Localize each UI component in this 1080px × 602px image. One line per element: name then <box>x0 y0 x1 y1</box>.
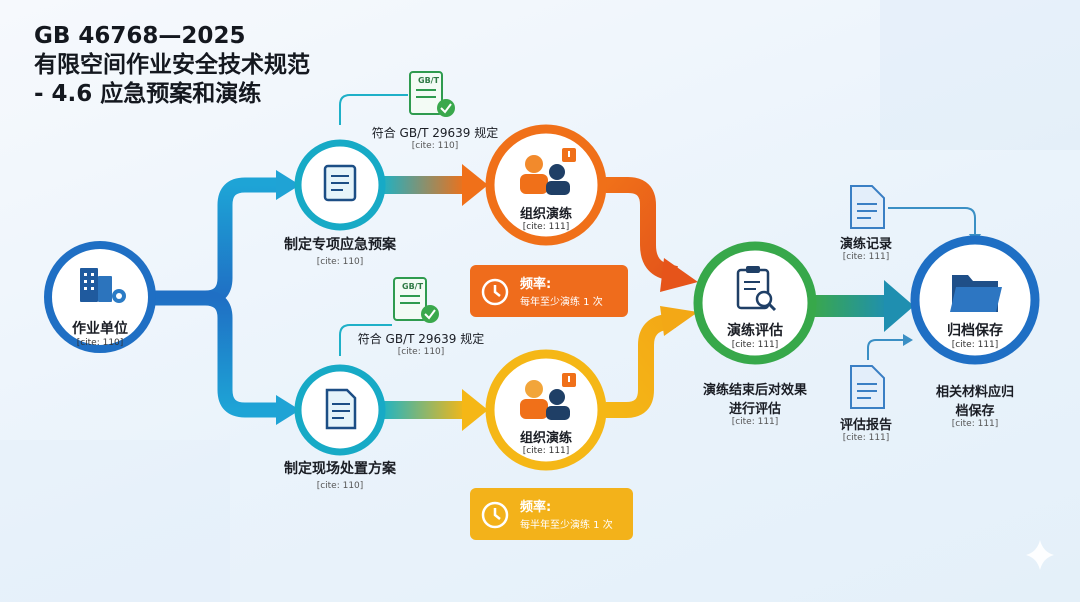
standard-bottom-badge: GB/T <box>402 282 424 291</box>
branch-arrows <box>150 170 300 425</box>
node-plan-top <box>294 139 386 231</box>
page-title: GB 46768—2025 有限空间作业安全技术规范 - 4.6 应急预案和演练 <box>34 22 310 109</box>
title-line-2: 有限空间作业安全技术规范 <box>34 52 310 78</box>
scroll-document-icon <box>323 164 357 202</box>
standard-badge-bottom <box>393 277 439 323</box>
plan-bottom-label: 制定现场处置方案 <box>284 461 396 477</box>
plan-top-cite: [cite: 110] <box>316 257 364 267</box>
eval-label-group: 演练评估 [cite: 111] <box>705 320 805 350</box>
archive-label: 归档保存 <box>947 323 1003 339</box>
standard-top-cite: [cite: 110] <box>411 141 459 151</box>
unit-label: 作业单位 <box>72 321 128 337</box>
standard-bottom-text-group: 符合 GB/T 29639 规定 [cite: 110] <box>346 330 496 357</box>
archive-desc-line2: 档保存 <box>955 404 995 419</box>
record-document-icon <box>850 185 885 229</box>
report-cite: [cite: 111] <box>842 433 890 443</box>
archive-desc-line1: 相关材料应归 <box>935 385 1014 400</box>
report-label-group: 评估报告 [cite: 111] <box>826 414 906 443</box>
archive-description: 相关材料应归 档保存 [cite: 111] <box>910 381 1040 429</box>
drill-top-cite: [cite: 111] <box>522 222 570 232</box>
clock-icon <box>481 278 509 306</box>
sparkle-icon <box>1026 540 1054 570</box>
frequency-box-bottom: 频率: 每半年至少演练 1 次 <box>470 488 633 540</box>
archive-cite: [cite: 111] <box>951 340 999 350</box>
plan-top-label-group: 制定专项应急预案 [cite: 110] <box>270 234 410 267</box>
eval-desc-cite: [cite: 111] <box>731 417 779 427</box>
standard-top-text-group: 符合 GB/T 29639 规定 [cite: 110] <box>360 124 510 151</box>
node-drill-bottom <box>485 349 607 471</box>
node-unit <box>44 241 156 353</box>
record-label: 演练记录 <box>839 237 892 252</box>
node-plan-bottom <box>294 364 386 456</box>
eval-label: 演练评估 <box>727 323 783 339</box>
clock-icon <box>481 501 509 529</box>
report-document-icon <box>850 365 885 409</box>
archive-desc-cite: [cite: 111] <box>951 419 999 429</box>
unit-label-group: 作业单位 [cite: 110] <box>50 318 150 348</box>
report-label: 评估报告 <box>839 418 892 433</box>
standard-top-text: 符合 GB/T 29639 规定 <box>371 126 499 140</box>
plan-top-label: 制定专项应急预案 <box>284 237 396 253</box>
building-gear-icon <box>80 268 126 303</box>
archive-label-group: 归档保存 [cite: 111] <box>925 320 1025 350</box>
standard-badge-top <box>409 71 455 117</box>
document-icon <box>325 388 357 430</box>
frequency-top-desc: 每年至少演练 1 次 <box>520 297 603 308</box>
eval-archive-arrow <box>812 280 914 332</box>
connector-lines <box>339 94 408 356</box>
standard-top-badge: GB/T <box>418 76 440 85</box>
eval-description: 演练结束后对效果 进行评估 [cite: 111] <box>680 379 830 427</box>
frequency-top-title: 频率: <box>520 277 552 292</box>
drill-bottom-cite: [cite: 111] <box>522 446 570 456</box>
frequency-bottom-title: 频率: <box>520 500 552 515</box>
plan-bottom-label-group: 制定现场处置方案 [cite: 110] <box>270 458 410 491</box>
frequency-bottom-desc: 每半年至少演练 1 次 <box>520 520 613 531</box>
frequency-box-top: 频率: 每年至少演练 1 次 <box>470 265 628 317</box>
drill-bottom-label: 组织演练 <box>519 431 572 446</box>
plan-bottom-cite: [cite: 110] <box>316 481 364 491</box>
node-archive <box>910 235 1040 365</box>
drill-bottom-label-group: 组织演练 [cite: 111] <box>496 427 596 456</box>
eval-cite: [cite: 111] <box>731 340 779 350</box>
standard-bottom-text: 符合 GB/T 29639 规定 <box>357 332 485 346</box>
folder-icon <box>950 275 1002 312</box>
clipboard-search-icon <box>736 266 777 312</box>
node-drill-top <box>485 124 607 246</box>
drill-eval-arrows <box>606 177 698 418</box>
drill-top-label: 组织演练 <box>519 207 572 222</box>
eval-desc-line2: 进行评估 <box>728 402 781 417</box>
workers-alert-icon <box>520 373 576 420</box>
record-label-group: 演练记录 [cite: 111] <box>826 233 906 262</box>
drill-top-label-group: 组织演练 [cite: 111] <box>496 203 596 232</box>
standard-bottom-cite: [cite: 110] <box>397 347 445 357</box>
title-line-1: GB 46768—2025 <box>34 23 246 49</box>
workers-alert-icon <box>520 148 576 195</box>
plan-drill-arrows <box>378 164 488 431</box>
node-eval <box>693 241 817 365</box>
eval-desc-line1: 演练结束后对效果 <box>702 383 807 398</box>
record-cite: [cite: 111] <box>842 252 890 262</box>
title-line-3: - 4.6 应急预案和演练 <box>34 81 262 107</box>
unit-cite: [cite: 110] <box>76 338 124 348</box>
